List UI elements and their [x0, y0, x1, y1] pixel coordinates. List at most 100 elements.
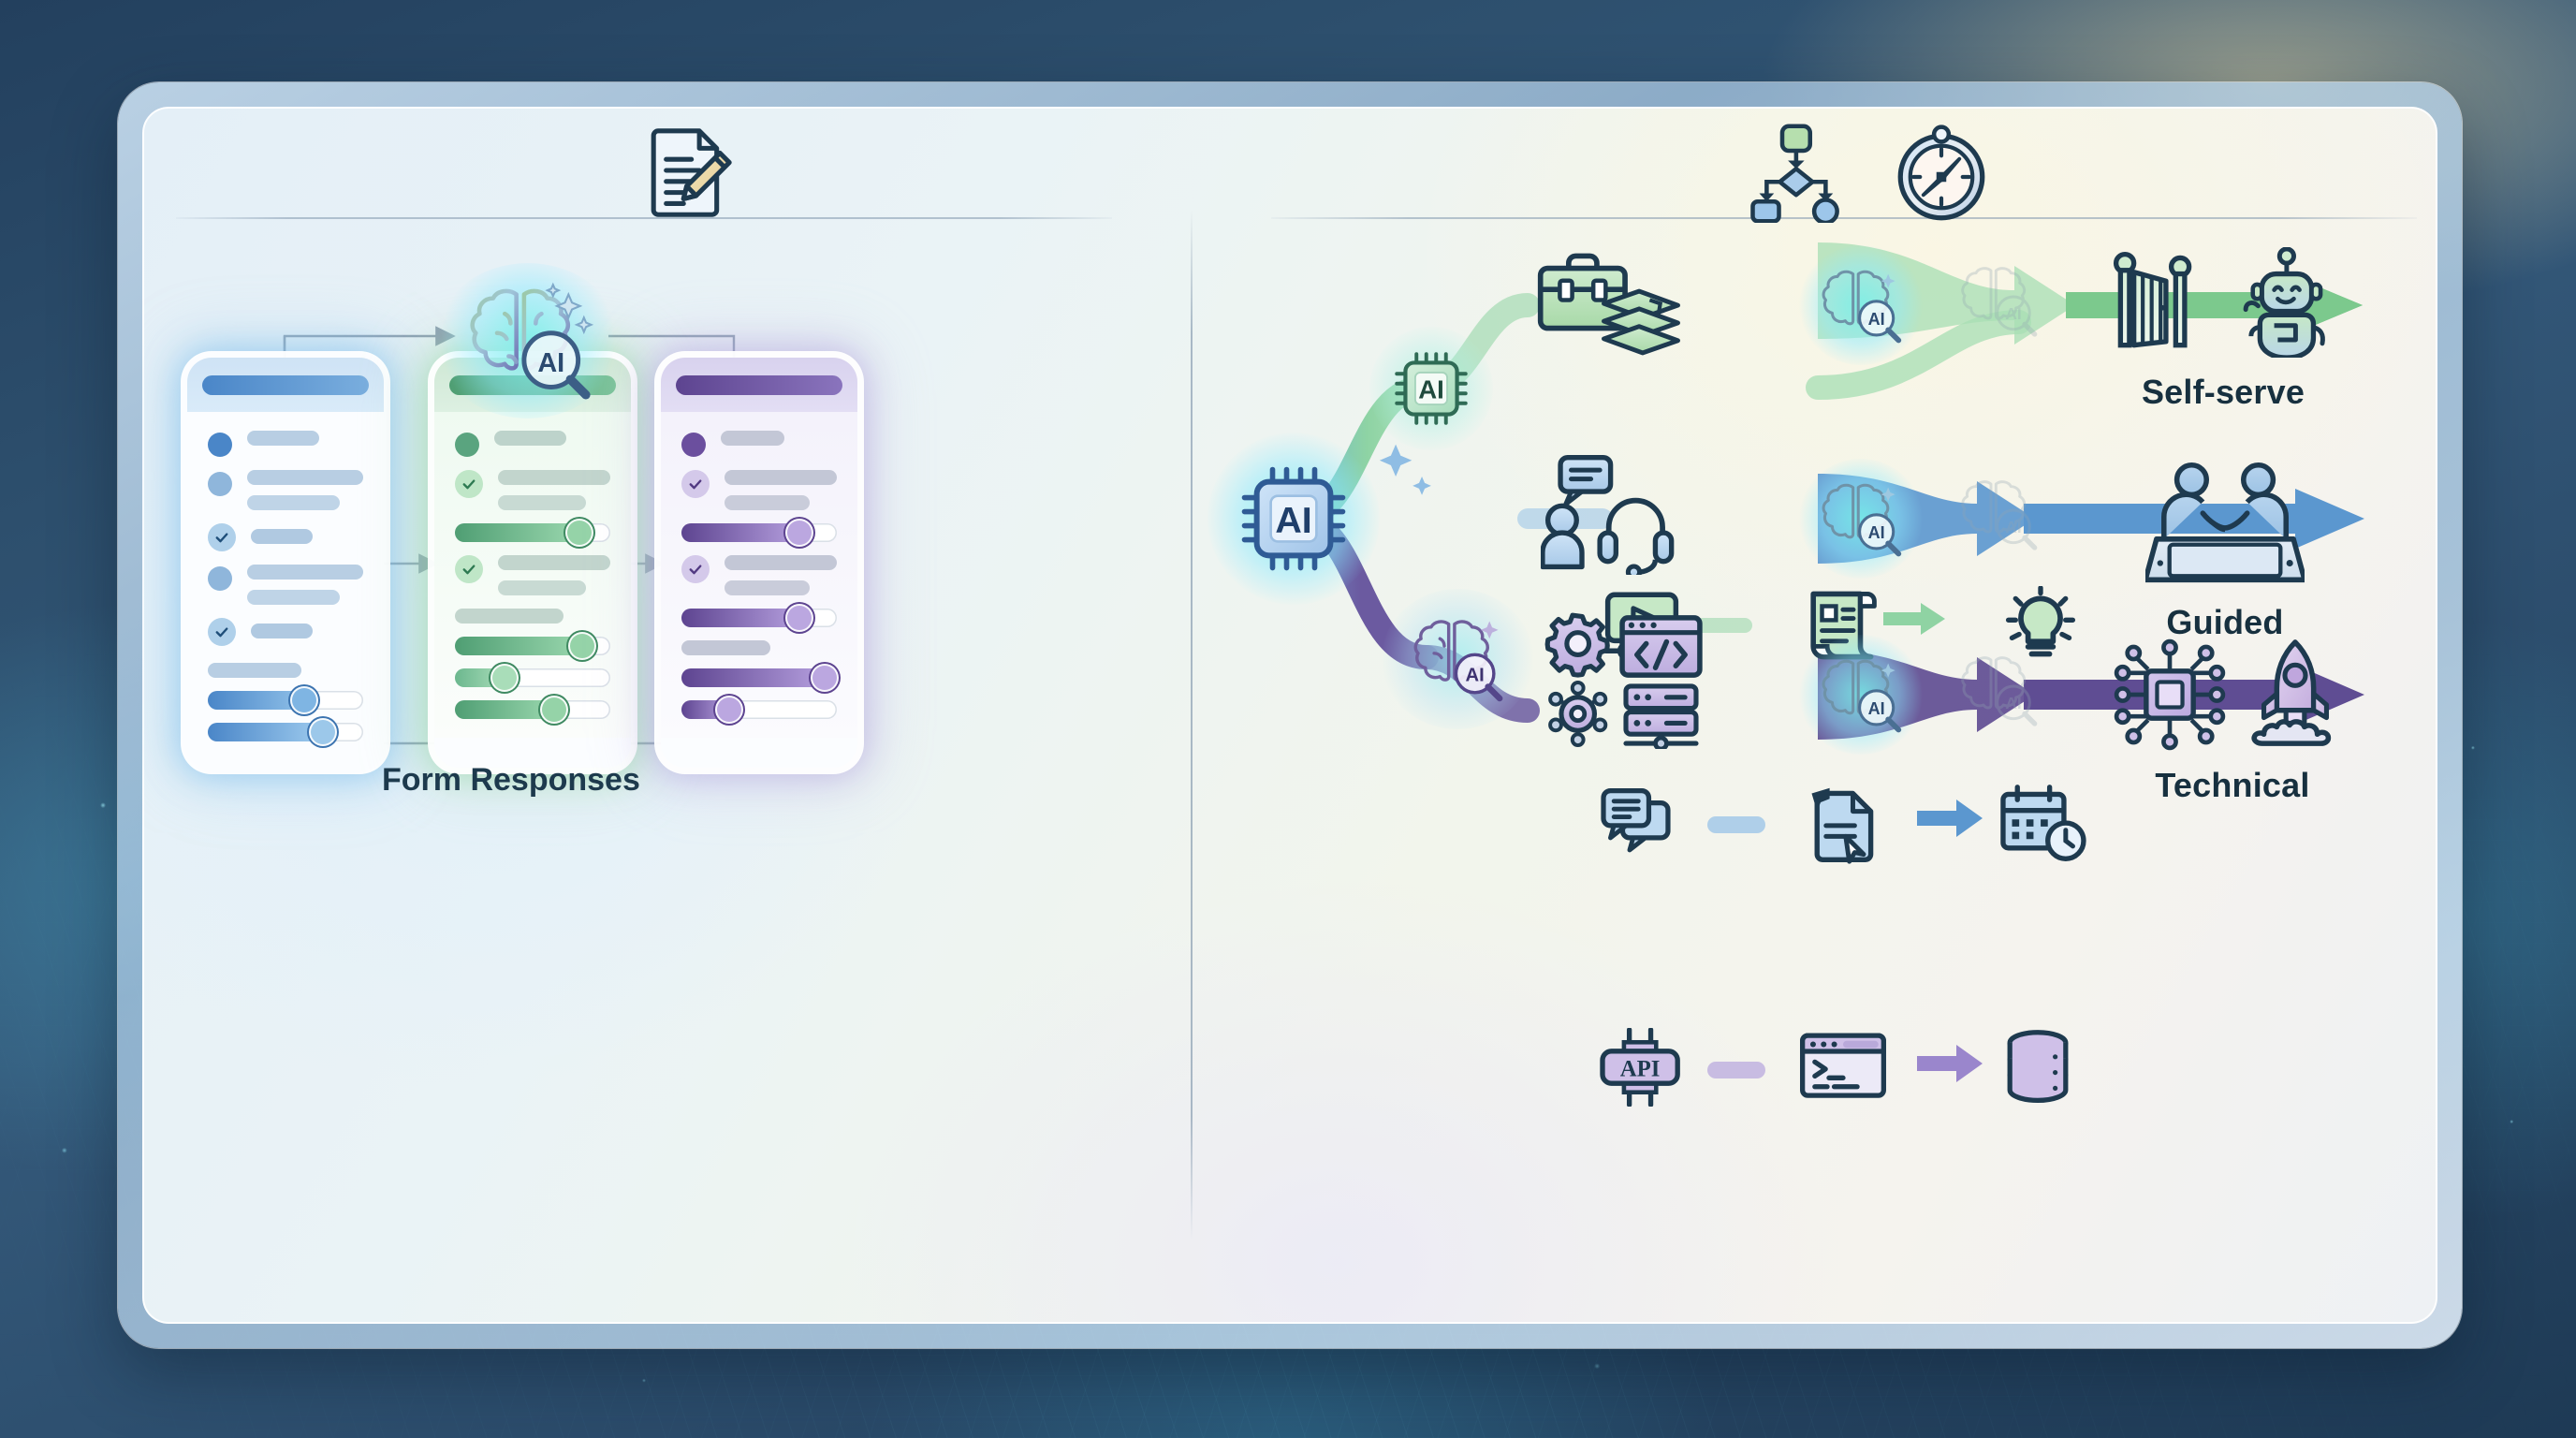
slider-control[interactable] — [208, 686, 363, 714]
slider-control[interactable] — [455, 519, 610, 547]
diagram-frame: AI Form Responses — [118, 82, 2462, 1348]
ai-chip-icon: AI — [1395, 352, 1468, 425]
form-card-stage-2[interactable] — [434, 358, 631, 768]
ai-brain-magnifier-icon: AI — [1822, 270, 1902, 344]
outcome-icons — [2108, 247, 2338, 358]
checkbox-checked[interactable] — [681, 555, 710, 583]
text-line — [208, 663, 301, 678]
branch-node-self-serve[interactable]: AI — [1369, 327, 1493, 450]
diagram-canvas: AI Form Responses — [142, 107, 2437, 1324]
subflow-technical: API — [1597, 1028, 2078, 1107]
briefcase-books-icons — [1537, 253, 1680, 356]
slider-knob[interactable] — [564, 519, 593, 547]
api-plug-icon: API — [1600, 1028, 1680, 1107]
network-gear-icon — [1548, 681, 1608, 748]
form-row — [208, 431, 363, 457]
left-header-icons — [638, 120, 741, 221]
form-card-stage-3[interactable] — [661, 358, 857, 768]
ai-analysis-node[interactable]: AI — [434, 263, 622, 418]
lightbulb-icon — [2005, 586, 2076, 657]
svg-text:AI: AI — [1275, 500, 1311, 541]
outcome-label: Technical — [2155, 766, 2310, 804]
slider-knob[interactable] — [715, 696, 744, 724]
subflow-guided — [1597, 783, 2089, 865]
branch-node-technical[interactable]: AI — [1381, 589, 1534, 729]
slider-control[interactable] — [681, 664, 839, 692]
svg-text:AI: AI — [1418, 375, 1444, 404]
center-divider — [1191, 210, 1193, 1240]
checkbox-checked[interactable] — [455, 555, 483, 583]
slider-control[interactable] — [208, 718, 363, 746]
outcome-label: Guided — [2166, 603, 2284, 641]
form-card-stage-1[interactable] — [187, 358, 384, 768]
card-title-bar — [676, 374, 842, 395]
slider-knob[interactable] — [540, 696, 569, 724]
svg-text:AI: AI — [1868, 699, 1885, 718]
rocket-icon — [2251, 639, 2332, 746]
branch-ai-icon-guided: AI — [1798, 459, 1924, 579]
checkbox-checked[interactable] — [455, 470, 483, 498]
radio-dot[interactable] — [681, 433, 706, 457]
form-row — [208, 523, 363, 551]
slider-knob[interactable] — [490, 664, 520, 692]
svg-text:AI: AI — [2005, 304, 2021, 323]
server-rack-icon — [1623, 683, 1699, 749]
svg-text:AI: AI — [2005, 694, 2021, 712]
slider-knob[interactable] — [785, 604, 814, 632]
person-speech-bubble-icon — [1541, 455, 1614, 570]
ai-brain-magnifier-icon: AI — [1822, 659, 1902, 733]
calendar-clock-icon — [2000, 785, 2086, 861]
slider-control[interactable] — [455, 632, 610, 660]
compass-icon — [1897, 125, 1985, 221]
slider-control[interactable] — [681, 604, 837, 632]
slider-control[interactable] — [455, 664, 610, 692]
form-row — [455, 470, 610, 510]
checkbox-checked[interactable] — [208, 523, 236, 551]
svg-text:AI: AI — [537, 348, 564, 378]
radio-dot[interactable] — [208, 433, 232, 457]
radio-dot[interactable] — [455, 433, 479, 457]
ai-brain-magnifier-ghost-icon: AI — [1961, 267, 2038, 337]
outcome-self-serve: Self-serve — [2108, 247, 2338, 412]
code-window-icon — [1619, 615, 1703, 678]
ai-brain-magnifier-ghost-icon: AI — [1961, 480, 2038, 550]
ai-brain-magnifier-icon: AI — [1822, 483, 1902, 557]
hub-ai-node[interactable]: AI — [1207, 432, 1381, 606]
checkbox-checked[interactable] — [208, 618, 236, 646]
branch-ai-ghost-icon-self-serve: AI — [1954, 258, 2043, 347]
books-stack-icon — [1602, 288, 1680, 356]
card-body — [661, 412, 857, 738]
ai-brain-magnifier-icon: AI — [1413, 620, 1503, 702]
outcome-icons — [2145, 461, 2305, 588]
radio-dot[interactable] — [208, 566, 232, 591]
slider-control[interactable] — [681, 696, 837, 724]
checkbox-checked[interactable] — [681, 470, 710, 498]
document-pencil-icon — [651, 128, 732, 217]
svg-text:AI: AI — [1868, 523, 1885, 542]
text-line — [681, 640, 770, 655]
slider-knob[interactable] — [568, 632, 597, 660]
outcome-icons — [2113, 637, 2352, 751]
tech-stack-icons — [1544, 612, 1703, 749]
slider-knob[interactable] — [289, 686, 318, 714]
outcome-guided: Guided — [2145, 461, 2305, 642]
chat-bubbles-icon — [1601, 787, 1671, 853]
card-header-band — [187, 358, 384, 412]
flowchart-decision-icon — [1750, 124, 1839, 223]
form-row — [455, 431, 610, 457]
persona-icons-guided — [1541, 451, 1705, 575]
form-row — [455, 555, 610, 595]
slider-knob[interactable] — [810, 664, 839, 692]
card-body — [434, 412, 631, 738]
right-header-rule — [1271, 217, 2417, 219]
slider-control[interactable] — [455, 696, 610, 724]
svg-text:API: API — [1620, 1057, 1661, 1082]
form-row — [681, 555, 837, 595]
radio-dot[interactable] — [208, 472, 232, 496]
slider-knob[interactable] — [308, 718, 337, 746]
form-row — [681, 431, 837, 457]
slider-control[interactable] — [681, 519, 837, 547]
form-row — [681, 470, 837, 510]
slider-knob[interactable] — [785, 519, 814, 547]
branch-ai-icon-self-serve: AI — [1798, 245, 1924, 365]
